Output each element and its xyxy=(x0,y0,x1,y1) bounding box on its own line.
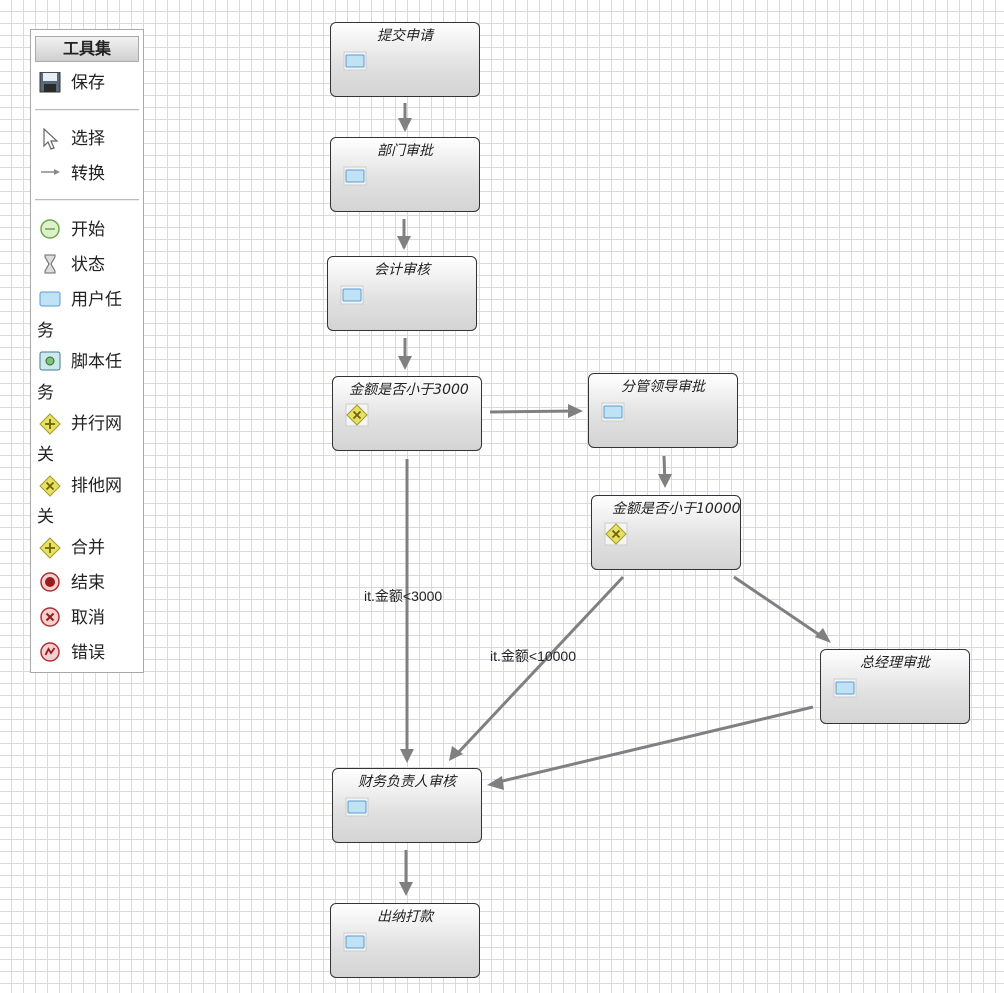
arrowhead xyxy=(398,118,412,132)
exclusive-gateway-icon xyxy=(39,475,61,497)
node-gateway-10000[interactable]: 金额是否小于10000 xyxy=(591,495,741,570)
arrowhead xyxy=(658,474,672,488)
user-task-icon xyxy=(340,285,364,305)
join-gateway-icon xyxy=(39,537,61,559)
node-finance-review[interactable]: 财务负责人审核 xyxy=(332,768,482,843)
tool-end-label: 结束 xyxy=(71,573,105,593)
arrowhead xyxy=(568,404,583,418)
arrowhead xyxy=(398,356,412,370)
edge-gm-finance[interactable] xyxy=(493,705,814,785)
node-division-approval[interactable]: 分管领导审批 xyxy=(588,373,738,448)
cursor-icon xyxy=(43,128,59,150)
node-gateway-3000-label: 金额是否小于3000 xyxy=(349,382,469,398)
node-accounting-review[interactable]: 会计审核 xyxy=(327,256,477,331)
node-dept-approval[interactable]: 部门审批 xyxy=(330,137,480,212)
node-gm-approval[interactable]: 总经理审批 xyxy=(820,649,970,724)
arrow-right-icon xyxy=(41,169,60,175)
tool-join-label: 合并 xyxy=(71,538,105,558)
arrowhead xyxy=(400,749,414,763)
user-task-icon xyxy=(345,797,369,817)
tool-cancel-label: 取消 xyxy=(71,608,105,628)
user-task-icon xyxy=(833,678,857,698)
edge-label-lt-10000: it.金额<10000 xyxy=(490,648,576,664)
node-gm-approval-label: 总经理审批 xyxy=(860,655,930,671)
toolbox-divider xyxy=(35,199,139,201)
arrowhead xyxy=(399,882,413,896)
toolbox-panel: 工具集 保存 选择 转换 开始 状态 xyxy=(30,29,144,673)
user-task-icon xyxy=(343,166,367,186)
start-event-icon xyxy=(40,219,60,239)
node-submit[interactable]: 提交申请 xyxy=(330,22,480,97)
node-cashier-payment[interactable]: 出纳打款 xyxy=(330,903,480,978)
exclusive-gateway-icon xyxy=(604,522,628,546)
script-task-icon xyxy=(39,351,61,371)
user-task-icon xyxy=(343,932,367,952)
tool-exclusive-gateway-label: 排他网关 xyxy=(37,476,122,527)
tool-parallel-gateway-label: 并行网关 xyxy=(37,414,122,465)
hourglass-icon xyxy=(44,254,56,274)
tool-transition-label: 转换 xyxy=(71,164,105,184)
cancel-event-icon xyxy=(40,607,60,627)
error-event-icon xyxy=(40,642,60,662)
edge-label-lt-3000: it.金额<3000 xyxy=(364,588,443,604)
exclusive-gateway-icon xyxy=(345,403,369,427)
tool-start-label: 开始 xyxy=(71,220,105,240)
node-finance-review-label: 财务负责人审核 xyxy=(358,774,456,790)
node-cashier-payment-label: 出纳打款 xyxy=(377,909,433,925)
arrowhead xyxy=(487,776,504,790)
node-accounting-review-label: 会计审核 xyxy=(374,262,430,278)
arrowhead xyxy=(397,236,411,250)
tool-select-label: 选择 xyxy=(71,129,105,149)
edge-gateway2-finance[interactable] xyxy=(454,575,625,757)
tool-state-label: 状态 xyxy=(71,255,105,275)
tool-script-task-label: 脚本任务 xyxy=(37,352,122,403)
node-division-approval-label: 分管领导审批 xyxy=(621,379,705,395)
parallel-gateway-icon xyxy=(39,413,61,435)
user-task-icon xyxy=(39,291,61,307)
node-submit-label: 提交申请 xyxy=(377,28,433,44)
node-gateway-3000[interactable]: 金额是否小于3000 xyxy=(332,376,482,451)
node-gateway-10000-label: 金额是否小于10000 xyxy=(612,501,741,517)
user-task-icon xyxy=(601,402,625,422)
edge-gateway2-gm[interactable] xyxy=(733,575,825,640)
tool-user-task-label: 用户任务 xyxy=(37,290,122,341)
toolbox-title: 工具集 xyxy=(35,36,139,62)
arrowhead xyxy=(449,746,463,761)
end-event-icon xyxy=(40,572,60,592)
node-dept-approval-label: 部门审批 xyxy=(377,143,433,159)
user-task-icon xyxy=(343,51,367,71)
edge-gateway1-division[interactable] xyxy=(489,409,579,414)
tool-save-label: 保存 xyxy=(71,73,105,93)
arrowhead xyxy=(815,628,831,643)
save-icon xyxy=(39,72,61,93)
tool-error-label: 错误 xyxy=(71,643,105,663)
toolbox-divider xyxy=(35,109,139,111)
